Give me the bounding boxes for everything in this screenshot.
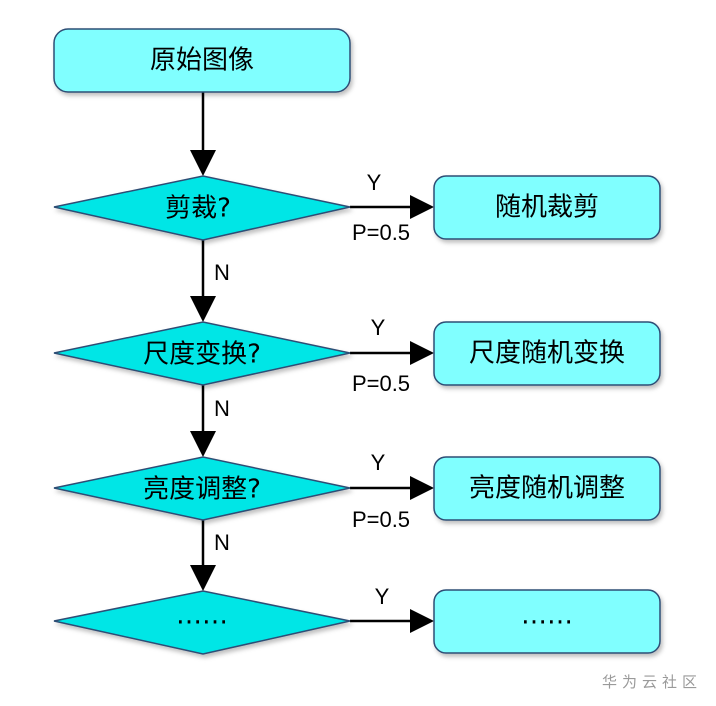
decision-scale	[53, 321, 351, 386]
action-scale-box	[433, 321, 661, 386]
decision-crop-label: 剪裁?	[165, 194, 231, 224]
decision-brightness	[53, 456, 351, 521]
probability-label-scale: P=0.5	[352, 371, 410, 396]
action-scale-label: 尺度随机变换	[469, 339, 625, 369]
action-more-box	[433, 589, 661, 654]
vertical-arrows	[190, 92, 216, 591]
action-brightness-label: 亮度随机调整	[469, 474, 625, 504]
yes-label-crop: Y	[367, 170, 382, 195]
action-crop-box	[433, 175, 661, 240]
watermark: 华为云社区	[601, 673, 702, 691]
arrowhead-scale-yes	[410, 341, 434, 365]
yes-label-brightness: Y	[371, 450, 386, 475]
yes-label-more: Y	[375, 584, 390, 609]
arrowhead-brightness	[190, 431, 216, 457]
decision-more-label: ……	[176, 601, 228, 631]
no-label-scale: N	[214, 396, 230, 421]
start-node	[53, 28, 351, 93]
arrowhead-scale	[190, 296, 216, 322]
arrowhead-crop-yes	[410, 195, 434, 219]
arrowhead-more	[190, 565, 216, 591]
probability-label-crop: P=0.5	[352, 220, 410, 245]
no-label-brightness: N	[214, 530, 230, 555]
horizontal-arrows	[350, 195, 434, 633]
decision-brightness-label: 亮度调整?	[143, 475, 261, 505]
no-label-crop: N	[214, 260, 230, 285]
arrowhead-brightness-yes	[410, 476, 434, 500]
yes-label-scale: Y	[371, 315, 386, 340]
decision-more	[53, 590, 351, 655]
action-crop-label: 随机裁剪	[495, 193, 599, 223]
action-brightness-box	[433, 456, 661, 521]
action-more-label: ……	[521, 601, 573, 631]
probability-label-brightness: P=0.5	[352, 507, 410, 532]
arrowhead-more-yes	[410, 609, 434, 633]
decision-scale-label: 尺度变换?	[143, 340, 261, 370]
start-node-label: 原始图像	[150, 46, 254, 76]
decision-crop	[53, 175, 351, 241]
arrowhead-crop	[190, 150, 216, 176]
